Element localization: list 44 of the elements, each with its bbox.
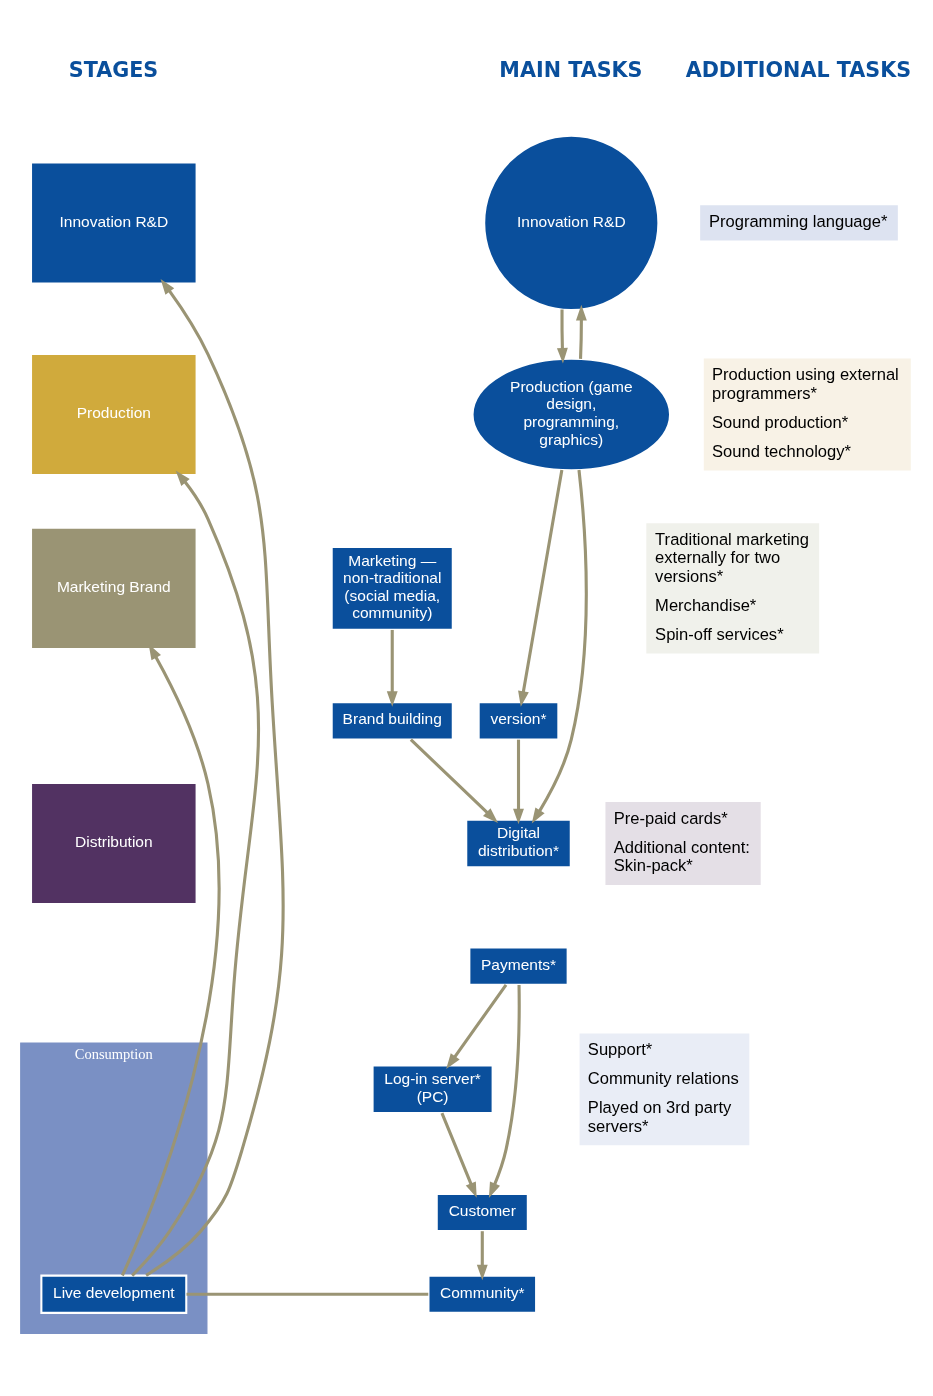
node-box: Live development (40, 1274, 188, 1314)
arrow (575, 304, 587, 359)
arrow (145, 278, 285, 1277)
label: Sound technology* (712, 441, 851, 461)
label: Programming language* (708, 211, 888, 231)
node-ellipse: Production (game design, programming, graphics) (471, 357, 672, 472)
node-box: version* (477, 701, 560, 741)
label: Pre-paid cards* (613, 808, 728, 828)
label: Additional content: Skin-pack* (613, 837, 750, 876)
label: STAGES (68, 57, 159, 82)
arrow (531, 469, 588, 824)
arrow (488, 985, 521, 1198)
node-box: Production (32, 355, 196, 474)
node-box: Marketing — non-traditional (social media, community) (330, 545, 454, 631)
label: Traditional marketing externally for two versions* (655, 529, 810, 586)
arrow (476, 1231, 488, 1281)
label: Production using external programmers* (712, 365, 899, 403)
label: Community relations (587, 1068, 739, 1088)
node-box: Log-in server* (PC) (371, 1064, 494, 1115)
node-circle: Innovation R&D (483, 134, 660, 312)
arrow (513, 739, 524, 825)
arrow (131, 470, 260, 1277)
node-box: Payments* (468, 946, 569, 986)
arrow (518, 469, 564, 707)
node-box: Customer (435, 1192, 529, 1233)
label: Spin-off services* (655, 624, 784, 644)
node-box: Distribution (32, 784, 196, 903)
arrow (409, 738, 499, 823)
arrow (386, 629, 398, 707)
label: Merchandise* (655, 595, 757, 615)
label: ADDITIONAL TASKS (685, 57, 912, 82)
arrow (556, 309, 568, 364)
label: Played on 3rd party servers* (587, 1097, 732, 1136)
node-box: Marketing Brand (32, 528, 196, 648)
node-box: Digital distribution* (465, 818, 572, 869)
node-box: Brand building (330, 701, 454, 741)
connector (186, 1292, 429, 1296)
node-box: Innovation R&D (32, 163, 196, 283)
arrow (440, 1112, 477, 1198)
arrow (446, 983, 508, 1070)
label: Support* (587, 1039, 653, 1059)
node-box: Community* (427, 1274, 538, 1314)
label: MAIN TASKS (499, 57, 643, 82)
label: Sound production* (712, 412, 849, 432)
